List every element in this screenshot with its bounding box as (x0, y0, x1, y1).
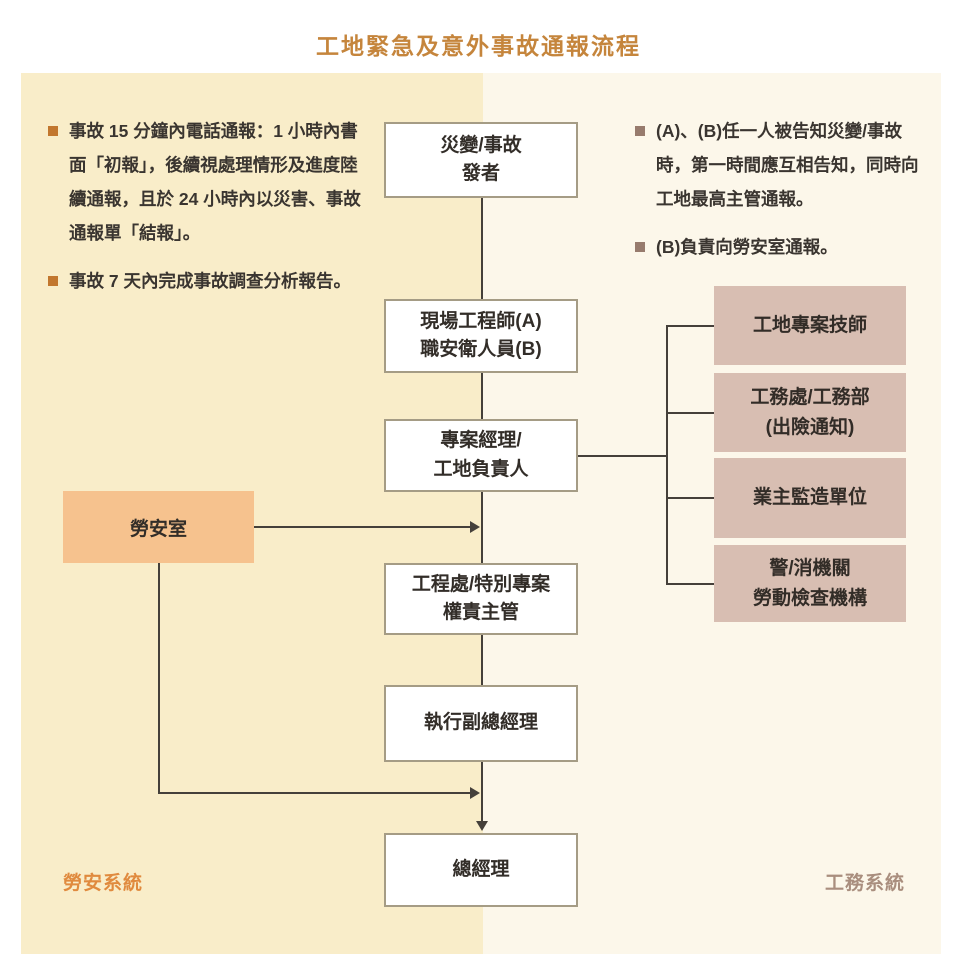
connector-box4-box5 (481, 635, 483, 685)
right-notes: (A)、(B)任一人被告知災變/事故時，第一時間應互相告知，同時向工地最高主管通… (635, 114, 930, 278)
connector-box3-box4 (481, 492, 483, 563)
connector-laboroffice-to-flow (254, 526, 472, 528)
note-text: 事故 15 分鐘內電話通報：1 小時內書面「初報」，後續視處理情形及進度陸續通報… (69, 121, 361, 243)
system-label-labor-safety: 勞安系統 (63, 873, 144, 894)
flow-box-site-engineer-safety-staff: 現場工程師(A) 職安衛人員(B) (384, 299, 578, 373)
bullet-square-icon (48, 126, 58, 136)
branch-stub-3 (666, 497, 714, 499)
system-label-engineering: 工務系統 (825, 873, 906, 894)
connector-box1-box2 (481, 198, 483, 299)
note-text: (A)、(B)任一人被告知災變/事故時，第一時間應互相告知，同時向工地最高主管通… (656, 121, 919, 209)
flow-box-executive-vp: 執行副總經理 (384, 685, 578, 762)
connector-laboroffice-to-gm (158, 792, 472, 794)
flow-box-incident-discoverer: 災變/事故 發者 (384, 122, 578, 198)
bullet-square-icon (635, 126, 645, 136)
branch-stub-1 (666, 325, 714, 327)
flow-box-project-manager: 專案經理/ 工地負責人 (384, 419, 578, 492)
note-item: (A)、(B)任一人被告知災變/事故時，第一時間應互相告知，同時向工地最高主管通… (635, 114, 930, 216)
branch-box-site-technician: 工地專案技師 (714, 286, 906, 365)
note-text: 事故 7 天內完成事故調查分析報告。 (69, 271, 351, 291)
flow-box-division-supervisor: 工程處/特別專案 權責主管 (384, 563, 578, 635)
flow-box-general-manager: 總經理 (384, 833, 578, 907)
connector-pm-to-branch-spine (578, 455, 668, 457)
branch-spine (666, 325, 668, 585)
branch-box-owner-supervision: 業主監造單位 (714, 458, 906, 538)
arrowhead-right-icon (470, 521, 480, 533)
left-notes: 事故 15 分鐘內電話通報：1 小時內書面「初報」，後續視處理情形及進度陸續通報… (48, 114, 366, 312)
branch-stub-4 (666, 583, 714, 585)
branch-box-works-division: 工務處/工務部 (出險通知) (714, 373, 906, 452)
labor-safety-office-box: 勞安室 (63, 491, 254, 563)
bullet-square-icon (48, 276, 58, 286)
arrowhead-right-icon (470, 787, 480, 799)
note-item: 事故 15 分鐘內電話通報：1 小時內書面「初報」，後續視處理情形及進度陸續通報… (48, 114, 366, 250)
note-text: (B)負責向勞安室通報。 (656, 237, 838, 257)
page-title: 工地緊急及意外事故通報流程 (316, 33, 641, 59)
arrowhead-down-icon (476, 821, 488, 831)
note-item: (B)負責向勞安室通報。 (635, 230, 930, 264)
bullet-square-icon (635, 242, 645, 252)
branch-box-police-fire-inspection: 警/消機關 勞動檢查機構 (714, 545, 906, 622)
note-item: 事故 7 天內完成事故調查分析報告。 (48, 264, 366, 298)
connector-laboroffice-down (158, 563, 160, 793)
branch-stub-2 (666, 412, 714, 414)
connector-box5-box6 (481, 762, 483, 822)
connector-box2-box3 (481, 373, 483, 419)
